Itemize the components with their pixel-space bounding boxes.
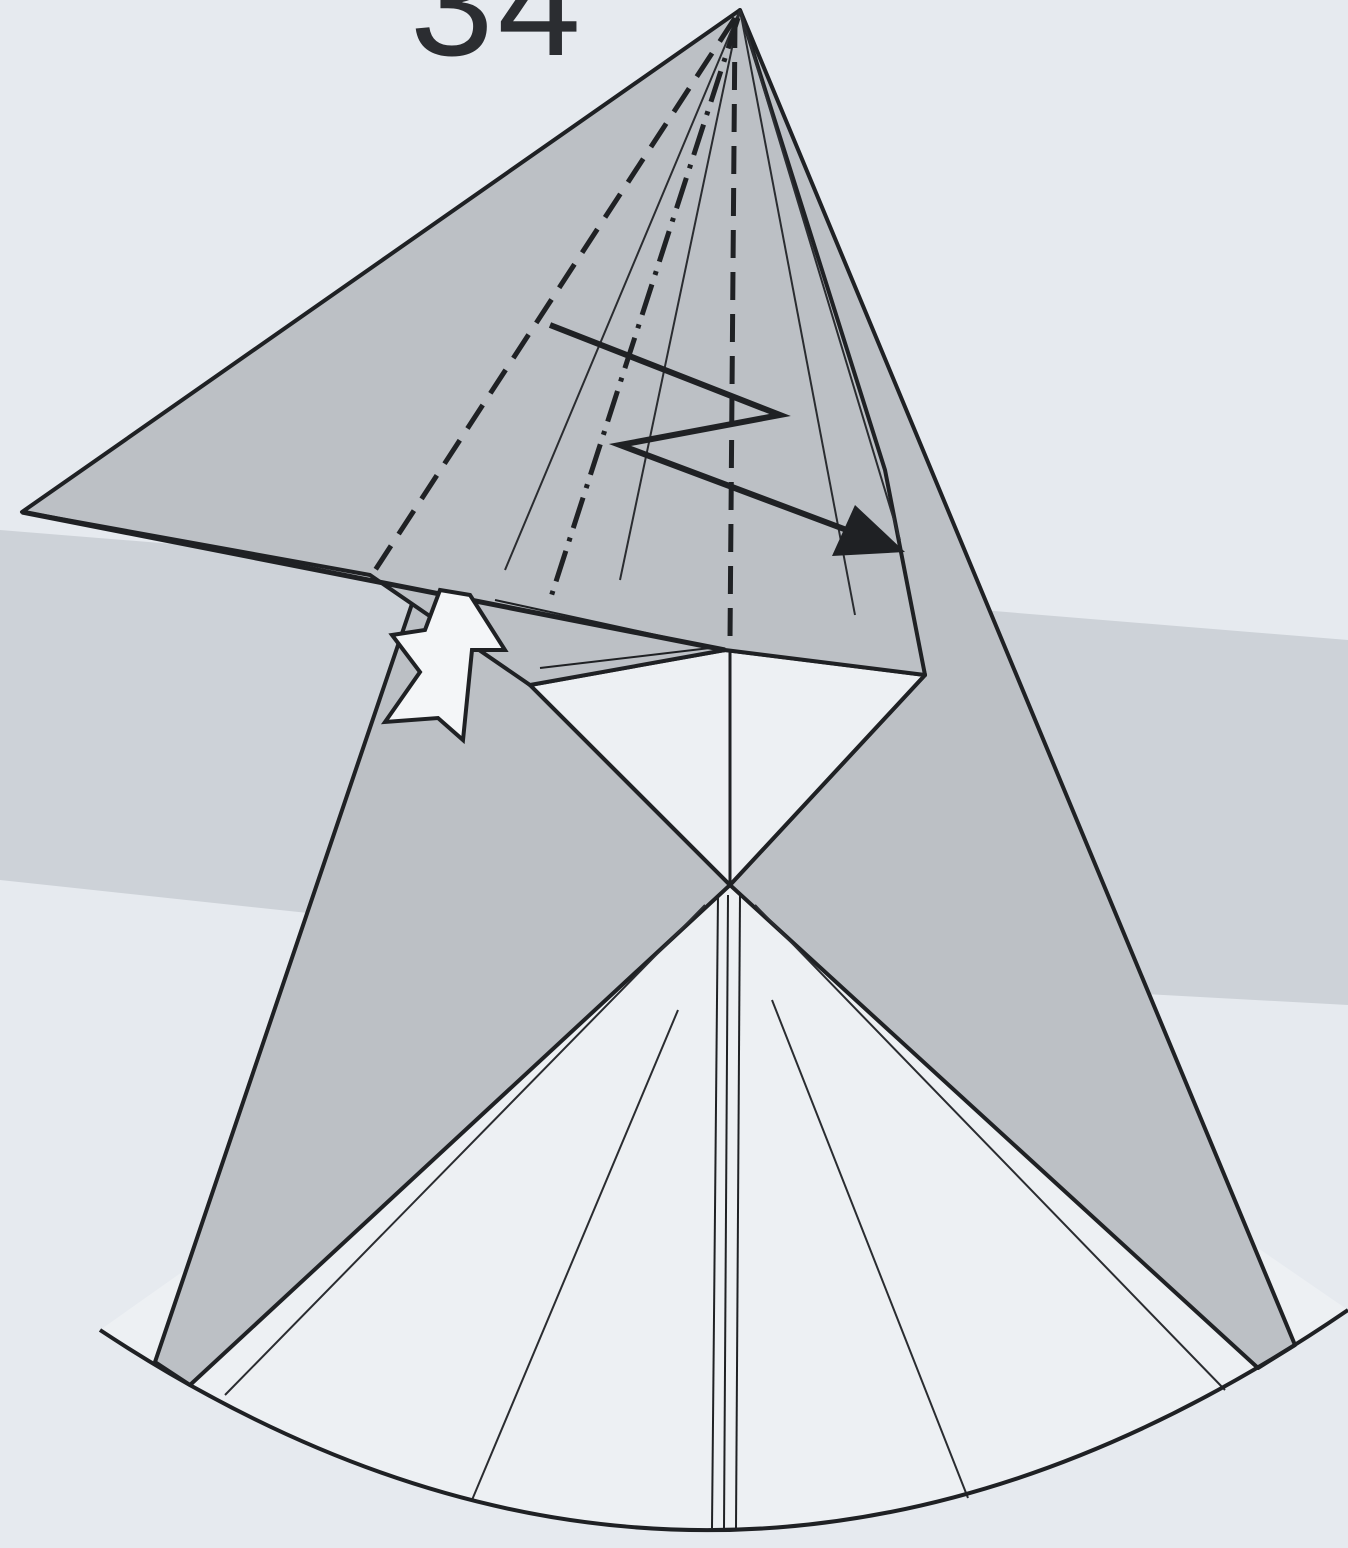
step-number: 34 (410, 0, 585, 78)
